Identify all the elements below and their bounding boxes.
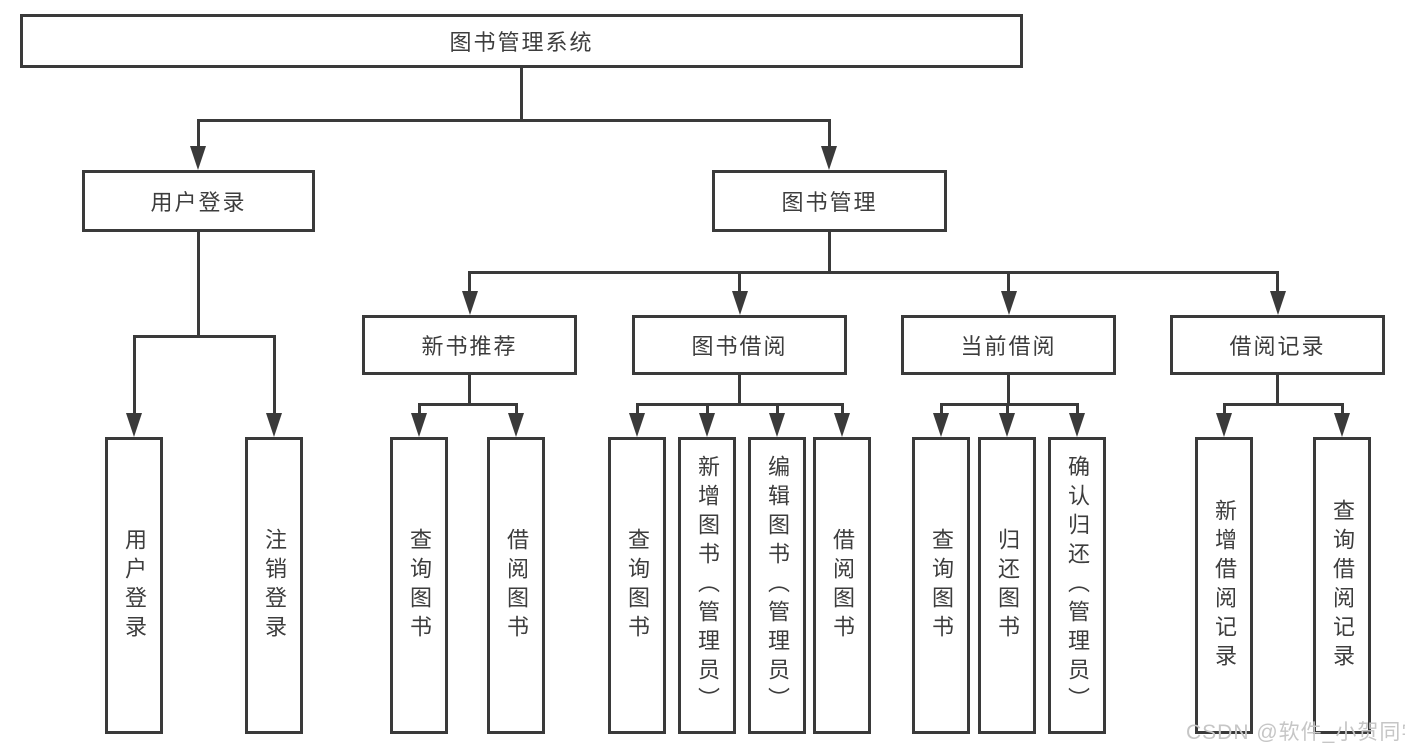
connector-bookmgmt-drop-4 xyxy=(1276,271,1279,293)
connector-bookmgmt-drop-2 xyxy=(738,271,741,293)
connector-recommend-bar xyxy=(417,403,518,406)
node-label: 借阅图书 xyxy=(504,527,529,644)
node-label: 确认归还（管理员） xyxy=(1065,455,1090,716)
arrowhead-book-management xyxy=(821,146,837,170)
connector-userlogin-bar xyxy=(132,335,276,338)
connector-borrowing-drop-2 xyxy=(705,403,709,415)
connector-bookmgmt-drop-1 xyxy=(468,271,471,293)
connector-borrowing-drop-4 xyxy=(840,403,844,415)
arrowhead-user-login xyxy=(190,146,206,170)
node-root: 图书管理系统 xyxy=(20,14,1023,68)
leaf-query-books-1: 查询图书 xyxy=(390,437,448,734)
connector-records-drop-1 xyxy=(1222,403,1226,415)
connector-root-stem xyxy=(519,68,523,121)
arrowhead-leaf-user-login xyxy=(126,413,142,437)
node-book-management: 图书管理 xyxy=(712,170,947,232)
arrowhead-leaf-logout xyxy=(266,413,282,437)
arrowhead-current-borrowing xyxy=(1000,291,1017,315)
connector-records-bar xyxy=(1222,403,1344,406)
connector-root-bar xyxy=(196,119,831,122)
connector-records-drop-2 xyxy=(1340,403,1344,415)
leaf-return-book: 归还图书 xyxy=(978,437,1036,734)
connector-recommend-drop-2 xyxy=(514,403,518,415)
connector-bookmgmt-stem xyxy=(828,232,831,274)
node-label: 新增图书（管理员） xyxy=(695,455,720,716)
node-label: 图书借阅 xyxy=(691,334,788,359)
connector-current-drop-1 xyxy=(939,403,943,415)
arrowhead-query-borrow-record xyxy=(1334,413,1350,437)
arrowhead-book-borrowing xyxy=(731,291,748,315)
arrowhead-query-books-3 xyxy=(933,413,949,437)
connector-userlogin-stem xyxy=(196,232,200,337)
arrowhead-query-books-1 xyxy=(411,413,427,437)
leaf-query-borrow-record: 查询借阅记录 xyxy=(1313,437,1371,734)
node-borrowing-records: 借阅记录 xyxy=(1170,315,1385,375)
connector-borrowing-stem xyxy=(738,375,741,406)
node-label: 当前借阅 xyxy=(960,334,1057,359)
leaf-logout: 注销登录 xyxy=(245,437,303,734)
connector-borrowing-drop-3 xyxy=(775,403,779,415)
arrowhead-return-book xyxy=(999,413,1015,437)
node-label: 图书管理 xyxy=(781,190,878,215)
arrowhead-query-books-2 xyxy=(629,413,645,437)
node-new-book-recommend: 新书推荐 xyxy=(362,315,577,375)
node-label: 用户登录 xyxy=(150,190,247,215)
connector-userlogin-drop-2 xyxy=(272,335,276,415)
node-label: 查询借阅记录 xyxy=(1330,498,1355,673)
arrowhead-add-book-admin xyxy=(699,413,715,437)
node-user-login: 用户登录 xyxy=(82,170,315,232)
connector-current-stem xyxy=(1007,375,1010,406)
node-label: 新增借阅记录 xyxy=(1212,498,1237,673)
node-label: 新书推荐 xyxy=(421,334,518,359)
node-label: 归还图书 xyxy=(995,527,1020,644)
arrowhead-edit-book-admin xyxy=(769,413,785,437)
watermark: CSDN @软件_小贺同学 xyxy=(1186,721,1405,744)
node-label: 借阅图书 xyxy=(830,527,855,644)
arrowhead-new-book-recommend xyxy=(461,291,478,315)
connector-borrowing-drop-1 xyxy=(635,403,639,415)
node-current-borrowing: 当前借阅 xyxy=(901,315,1116,375)
arrowhead-borrow-books-2 xyxy=(834,413,850,437)
node-label: 查询图书 xyxy=(407,527,432,644)
node-label: 图书管理系统 xyxy=(449,30,594,55)
leaf-confirm-return-admin: 确认归还（管理员） xyxy=(1048,437,1106,734)
connector-current-drop-2 xyxy=(1005,403,1009,415)
connector-records-stem xyxy=(1276,375,1279,406)
connector-bookmgmt-drop-3 xyxy=(1007,271,1010,293)
arrowhead-borrow-books-1 xyxy=(508,413,524,437)
arrowhead-borrowing-records xyxy=(1269,291,1286,315)
node-book-borrowing: 图书借阅 xyxy=(632,315,847,375)
connector-userlogin-drop-1 xyxy=(132,335,136,415)
connector-root-drop-left xyxy=(196,119,200,148)
connector-recommend-drop-1 xyxy=(417,403,421,415)
connector-current-bar xyxy=(939,403,1079,406)
node-label: 用户登录 xyxy=(122,527,147,644)
connector-root-drop-right xyxy=(827,119,831,148)
node-label: 借阅记录 xyxy=(1229,334,1326,359)
leaf-borrow-books-1: 借阅图书 xyxy=(487,437,545,734)
node-label: 查询图书 xyxy=(625,527,650,644)
leaf-query-books-2: 查询图书 xyxy=(608,437,666,734)
leaf-borrow-books-2: 借阅图书 xyxy=(813,437,871,734)
node-label: 查询图书 xyxy=(929,527,954,644)
node-label: 编辑图书（管理员） xyxy=(765,455,790,716)
connector-bookmgmt-bar xyxy=(468,271,1279,274)
node-label: 注销登录 xyxy=(262,527,287,644)
leaf-edit-book-admin: 编辑图书（管理员） xyxy=(748,437,806,734)
arrowhead-add-borrow-record xyxy=(1216,413,1232,437)
leaf-query-books-3: 查询图书 xyxy=(912,437,970,734)
connector-current-drop-3 xyxy=(1075,403,1079,415)
leaf-user-login: 用户登录 xyxy=(105,437,163,734)
leaf-add-borrow-record: 新增借阅记录 xyxy=(1195,437,1253,734)
arrowhead-confirm-return xyxy=(1069,413,1085,437)
connector-borrowing-bar xyxy=(635,403,844,406)
connector-recommend-stem xyxy=(468,375,471,406)
leaf-add-book-admin: 新增图书（管理员） xyxy=(678,437,736,734)
